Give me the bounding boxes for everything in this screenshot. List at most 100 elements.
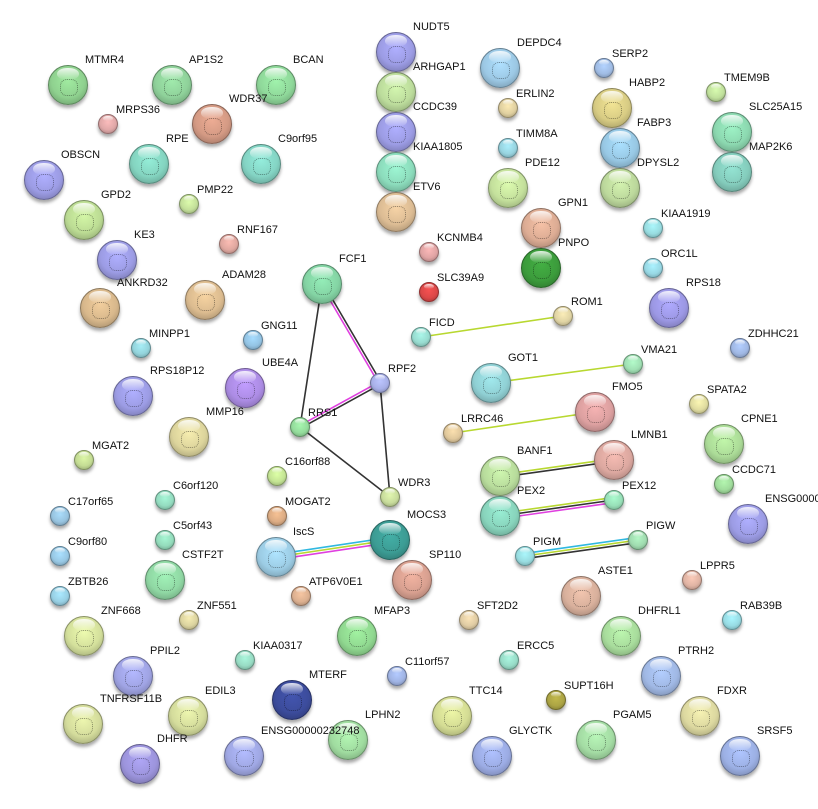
protein-node-icon[interactable] <box>515 546 535 566</box>
protein-node-icon[interactable] <box>728 504 768 544</box>
edge-lrrc46-fmo5[interactable] <box>452 411 596 434</box>
protein-node-icon[interactable] <box>120 744 160 784</box>
protein-node-icon[interactable] <box>302 264 342 304</box>
protein-node-icon[interactable] <box>328 720 368 760</box>
protein-node-icon[interactable] <box>592 88 632 128</box>
protein-node-icon[interactable] <box>604 490 624 510</box>
protein-node-icon[interactable] <box>706 82 726 102</box>
protein-node-icon[interactable] <box>370 520 410 560</box>
protein-node-icon[interactable] <box>600 128 640 168</box>
protein-node-icon[interactable] <box>155 490 175 510</box>
protein-node-icon[interactable] <box>267 466 287 486</box>
protein-node-icon[interactable] <box>432 696 472 736</box>
edge-rpf2-rrs1[interactable] <box>298 381 380 427</box>
protein-node-icon[interactable] <box>680 696 720 736</box>
protein-node-icon[interactable] <box>50 586 70 606</box>
edge-pigm-pigw[interactable] <box>524 539 639 557</box>
protein-node-icon[interactable] <box>256 537 296 577</box>
protein-node-icon[interactable] <box>337 616 377 656</box>
protein-node-icon[interactable] <box>145 560 185 600</box>
protein-node-icon[interactable] <box>98 114 118 134</box>
protein-node-icon[interactable] <box>74 450 94 470</box>
protein-node-icon[interactable] <box>48 65 88 105</box>
protein-node-icon[interactable] <box>243 330 263 350</box>
protein-node-icon[interactable] <box>267 506 287 526</box>
protein-node-icon[interactable] <box>50 546 70 566</box>
protein-node-icon[interactable] <box>64 200 104 240</box>
protein-node-icon[interactable] <box>576 720 616 760</box>
protein-node-icon[interactable] <box>219 234 239 254</box>
protein-node-icon[interactable] <box>498 98 518 118</box>
protein-node-icon[interactable] <box>155 530 175 550</box>
protein-node-icon[interactable] <box>730 338 750 358</box>
protein-node-icon[interactable] <box>488 168 528 208</box>
protein-node-icon[interactable] <box>480 48 520 88</box>
protein-node-icon[interactable] <box>63 704 103 744</box>
protein-node-icon[interactable] <box>24 160 64 200</box>
protein-node-icon[interactable] <box>411 327 431 347</box>
edge-got1-vma21[interactable] <box>490 363 634 384</box>
protein-node-icon[interactable] <box>179 610 199 630</box>
protein-node-icon[interactable] <box>387 666 407 686</box>
protein-node-icon[interactable] <box>480 456 520 496</box>
edge-pigm-pigw[interactable] <box>524 536 638 555</box>
protein-node-icon[interactable] <box>712 112 752 152</box>
protein-node-icon[interactable] <box>594 58 614 78</box>
edge-ficd-rom1[interactable] <box>420 315 564 338</box>
protein-node-icon[interactable] <box>113 376 153 416</box>
protein-node-icon[interactable] <box>179 194 199 214</box>
edge-rrs1-wdr3[interactable] <box>299 426 391 498</box>
protein-node-icon[interactable] <box>290 417 310 437</box>
protein-node-icon[interactable] <box>376 192 416 232</box>
protein-node-icon[interactable] <box>704 424 744 464</box>
protein-node-icon[interactable] <box>643 218 663 238</box>
protein-node-icon[interactable] <box>272 680 312 720</box>
protein-node-icon[interactable] <box>498 138 518 158</box>
protein-node-icon[interactable] <box>50 506 70 526</box>
protein-node-icon[interactable] <box>480 496 520 536</box>
protein-node-icon[interactable] <box>649 288 689 328</box>
edge-rpf2-wdr3[interactable] <box>379 382 391 498</box>
protein-node-icon[interactable] <box>722 610 742 630</box>
protein-node-icon[interactable] <box>235 650 255 670</box>
protein-node-icon[interactable] <box>370 373 390 393</box>
protein-node-icon[interactable] <box>561 576 601 616</box>
protein-node-icon[interactable] <box>443 423 463 443</box>
protein-node-icon[interactable] <box>575 392 615 432</box>
protein-node-icon[interactable] <box>131 338 151 358</box>
protein-node-icon[interactable] <box>256 65 296 105</box>
protein-node-icon[interactable] <box>643 258 663 278</box>
protein-node-icon[interactable] <box>720 736 760 776</box>
protein-node-icon[interactable] <box>712 152 752 192</box>
protein-node-icon[interactable] <box>129 144 169 184</box>
protein-node-icon[interactable] <box>682 570 702 590</box>
protein-node-icon[interactable] <box>169 417 209 457</box>
protein-node-icon[interactable] <box>113 656 153 696</box>
protein-node-icon[interactable] <box>419 242 439 262</box>
protein-node-icon[interactable] <box>601 616 641 656</box>
protein-node-icon[interactable] <box>168 696 208 736</box>
protein-node-icon[interactable] <box>600 168 640 208</box>
edge-rpf2-rrs1[interactable] <box>300 383 382 429</box>
protein-node-icon[interactable] <box>641 656 681 696</box>
protein-node-icon[interactable] <box>376 32 416 72</box>
protein-node-icon[interactable] <box>471 363 511 403</box>
protein-node-icon[interactable] <box>623 354 643 374</box>
protein-node-icon[interactable] <box>689 394 709 414</box>
protein-node-icon[interactable] <box>521 248 561 288</box>
protein-node-icon[interactable] <box>291 586 311 606</box>
protein-node-icon[interactable] <box>64 616 104 656</box>
protein-node-icon[interactable] <box>241 144 281 184</box>
protein-node-icon[interactable] <box>376 72 416 112</box>
protein-node-icon[interactable] <box>225 368 265 408</box>
protein-node-icon[interactable] <box>499 650 519 670</box>
protein-node-icon[interactable] <box>152 65 192 105</box>
protein-node-icon[interactable] <box>553 306 573 326</box>
protein-node-icon[interactable] <box>192 104 232 144</box>
edge-fcf1-rrs1[interactable] <box>299 283 323 428</box>
protein-node-icon[interactable] <box>380 487 400 507</box>
protein-node-icon[interactable] <box>376 152 416 192</box>
protein-node-icon[interactable] <box>376 112 416 152</box>
protein-node-icon[interactable] <box>224 736 264 776</box>
protein-node-icon[interactable] <box>419 282 439 302</box>
